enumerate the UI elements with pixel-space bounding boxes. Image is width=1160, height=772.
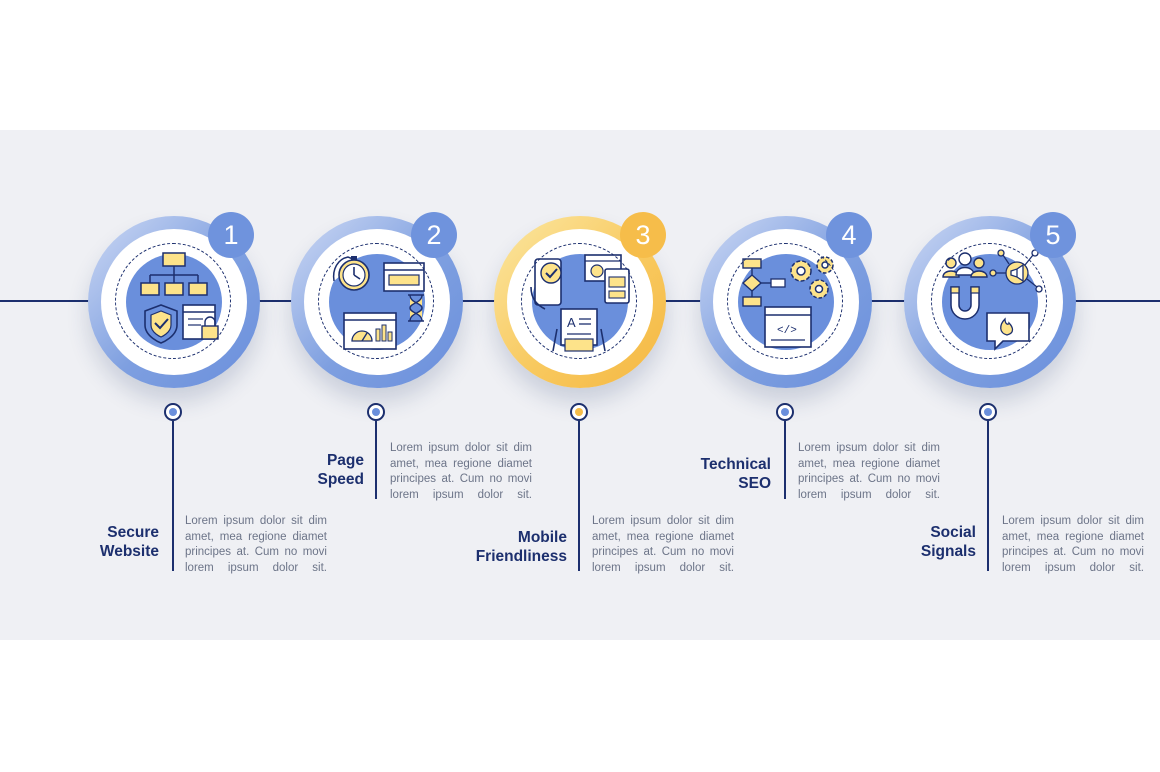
- step-5-number-badge: 5: [1030, 212, 1076, 258]
- step-4-connector: [784, 421, 786, 499]
- step-5-timeline-dot: [979, 403, 997, 421]
- step-3-circle: A: [494, 216, 666, 388]
- step-4-description: Lorem ipsum dolor sit dim amet, mea regi…: [798, 442, 940, 501]
- step-4-number-badge: 4: [826, 212, 872, 258]
- step-5-description: Lorem ipsum dolor sit dim amet, mea regi…: [1002, 515, 1144, 574]
- step-1-number-badge: 1: [208, 212, 254, 258]
- svg-text:</>: </>: [777, 325, 797, 337]
- step-1-description: Lorem ipsum dolor sit dim amet, mea regi…: [185, 515, 327, 574]
- step-3-timeline-dot: [570, 403, 588, 421]
- step-2-number-badge: 2: [411, 212, 457, 258]
- step-5-connector: [987, 421, 989, 571]
- step-1-connector: [172, 421, 174, 571]
- svg-text:A: A: [567, 315, 576, 330]
- step-3-connector: [578, 421, 580, 571]
- step-2-description: Lorem ipsum dolor sit dim amet, mea regi…: [390, 442, 532, 501]
- step-4-timeline-dot: [776, 403, 794, 421]
- step-1-timeline-dot: [164, 403, 182, 421]
- step-2-connector: [375, 421, 377, 499]
- step-2-timeline-dot: [367, 403, 385, 421]
- step-3-description: Lorem ipsum dolor sit dim amet, mea regi…: [592, 515, 734, 574]
- step-3-number-badge: 3: [620, 212, 666, 258]
